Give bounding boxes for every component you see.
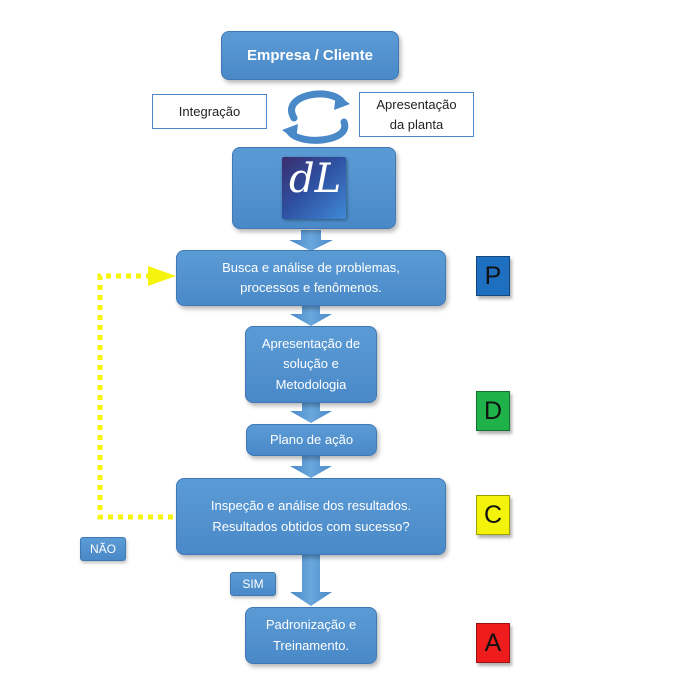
arrow-inspecao-to-padronizacao (290, 554, 332, 606)
pdca-c-badge: C (476, 495, 510, 535)
arrow-plano-to-inspecao (290, 455, 332, 478)
pdca-d-badge: D (476, 391, 510, 431)
padronizacao-treinamento-box: Padronização e Treinamento. (245, 607, 377, 664)
logo-box: dL (232, 147, 396, 229)
pdca-d-letter: D (483, 396, 503, 425)
solucao-metodologia-box: Apresentação de solução e Metodologia (245, 326, 377, 403)
company-logo-text: dL (289, 156, 342, 202)
arrow-logo-to-busca (289, 230, 333, 251)
nao-label: NÃO (80, 537, 126, 561)
pdca-p-letter: P (484, 261, 502, 290)
integracao-box: Integração (152, 94, 267, 129)
apresentacao-planta-box: Apresentação da planta (359, 92, 474, 137)
busca-analise-box: Busca e análise de problemas, processos … (176, 250, 446, 306)
pdca-a-badge: A (476, 623, 510, 663)
pdca-c-letter: C (483, 500, 503, 529)
sim-label: SIM (230, 572, 276, 596)
plano-acao-box: Plano de ação (246, 424, 377, 456)
pdca-a-letter: A (484, 628, 502, 657)
empresa-cliente-box: Empresa / Cliente (221, 31, 399, 80)
arrow-solucao-to-plano (290, 402, 332, 423)
inspecao-resultados-box: Inspeção e análise dos resultados. Resul… (176, 478, 446, 555)
refresh-cycle-icon (282, 90, 350, 144)
feedback-loop-arrow (97, 266, 183, 520)
pdca-p-badge: P (476, 256, 510, 296)
company-logo: dL (282, 157, 346, 219)
arrow-busca-to-solucao (290, 305, 332, 326)
